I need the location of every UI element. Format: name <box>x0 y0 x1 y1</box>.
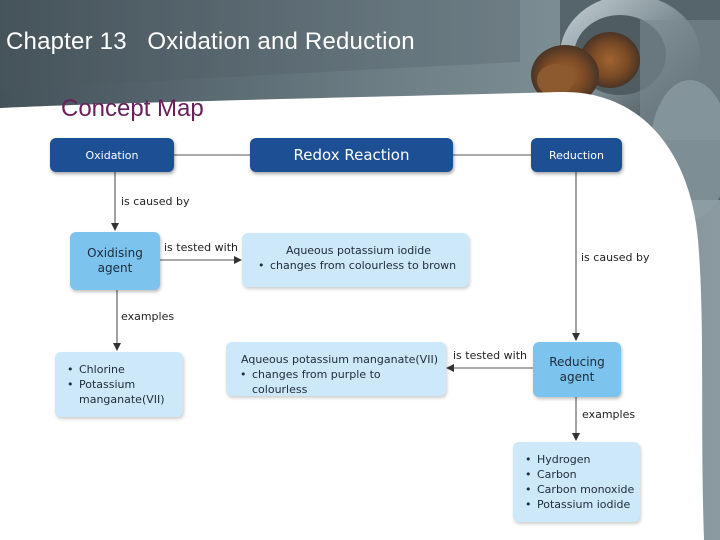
reducing-example-item: Potassium iodide <box>523 497 636 512</box>
reduction-node: Reduction <box>531 138 622 172</box>
label-is-tested-with-left: is tested with <box>164 241 238 254</box>
reducing-agent-node: Reducing agent <box>533 342 621 397</box>
oxidising-example-item: manganate(VII) <box>79 393 165 406</box>
manganate-test-line2: changes from purple to colourless <box>238 367 438 397</box>
oxidising-agent-line2: agent <box>97 261 133 275</box>
reducing-agent-line2: agent <box>559 369 595 384</box>
label-examples-right: examples <box>582 408 636 421</box>
iodide-test-line2: changes from colourless to brown <box>256 258 461 273</box>
label-examples-left: examples <box>121 310 175 323</box>
reducing-example-item: Hydrogen <box>523 452 636 467</box>
oxidising-example-item: Potassium <box>65 377 177 392</box>
oxidising-agent-node: Oxidising agent <box>70 232 160 290</box>
reducing-agent-line1: Reducing <box>549 354 605 369</box>
label-is-tested-with-right: is tested with <box>453 349 527 362</box>
page-number: 53 <box>660 497 675 512</box>
reducing-examples-node: Hydrogen Carbon Carbon monoxide Potassiu… <box>513 442 640 522</box>
iodide-test-line1: Aqueous potassium iodide <box>286 244 432 257</box>
slide-title: Chapter 13 Oxidation and Reduction <box>6 28 415 55</box>
redox-reaction-node: Redox Reaction <box>250 138 453 172</box>
label-is-caused-by-right: is caused by <box>581 251 650 264</box>
manganate-test-node: Aqueous potassium manganate(VII) changes… <box>226 342 446 396</box>
oxidising-agent-line1: Oxidising <box>87 246 143 260</box>
oxidising-example-item: Chlorine <box>65 362 177 377</box>
reducing-example-item: Carbon monoxide <box>523 482 636 497</box>
reducing-example-item: Carbon <box>523 467 636 482</box>
label-is-caused-by-left: is caused by <box>121 195 190 208</box>
oxidising-examples-node: Chlorine Potassium manganate(VII) <box>55 352 183 417</box>
iodide-test-node: Aqueous potassium iodide changes from co… <box>242 233 469 287</box>
manganate-test-line1: Aqueous potassium manganate(VII) <box>241 353 438 366</box>
concept-map-heading: Concept Map <box>61 95 204 122</box>
oxidation-node: Oxidation <box>50 138 174 172</box>
